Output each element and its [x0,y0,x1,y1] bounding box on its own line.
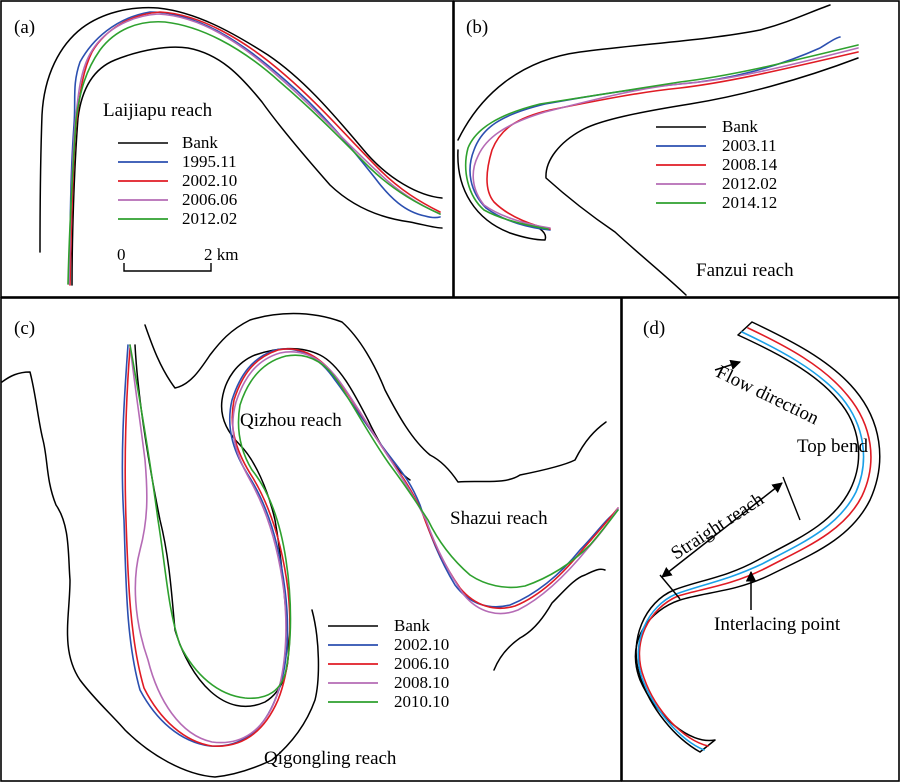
legend-label: 2008.10 [394,673,449,692]
reach-label-shazui: Shazui reach [450,508,548,529]
line-b-2014 [464,44,859,230]
scale-end: 2 km [204,245,238,264]
panel-d-tag: (d) [643,318,665,339]
scale-zero: 0 [117,245,126,264]
bank-c-outer [1,371,320,778]
line-c-2006 [124,347,619,747]
line-a-1995 [69,11,441,281]
legend-label: 2006.10 [394,654,449,673]
legend-label: Bank [394,616,430,635]
legend-label: 2012.02 [722,174,777,193]
panel-b-tag: (b) [466,17,488,38]
panel-a-frame [0,0,454,298]
bank-a-outer [39,6,443,253]
straight-reach-label: Straight reach [667,489,768,565]
legend-b: Bank 2003.11 2008.14 2012.02 2014.12 [656,117,778,212]
bank-c-lower [493,568,606,671]
interlacing-point-label: Interlacing point [714,614,841,635]
panel-c-tag: (c) [14,318,35,339]
legend-label: 2012.02 [182,209,237,228]
bank-b-lower [457,149,547,241]
bank-b-upper [457,4,831,141]
line-c-2010 [129,344,619,699]
line-c-2008 [129,344,619,744]
legend-label: 2014.12 [722,193,777,212]
panel-c: (c) Qizhou reach Shazui reach Qigongling… [1,312,619,778]
panel-a-tag: (a) [14,17,35,38]
panel-a: (a) Laijiapu reach Bank 1995.11 2002.10 … [14,6,443,286]
reach-label-qizhou: Qizhou reach [240,410,342,431]
line-c-2002 [121,344,619,747]
legend-label: 1995.11 [182,152,237,171]
panel-b: (b) Fanzui reach Bank 2003.11 2008.14 20… [457,4,859,296]
reach-label-fanzui: Fanzui reach [696,260,794,281]
flow-arrow [714,359,742,371]
legend-label: 2010.10 [394,692,449,711]
legend-label: 2003.11 [722,136,777,155]
top-bend-label: Top bend [797,436,868,457]
bank-d-left [635,334,860,753]
legend-label: Bank [722,117,758,136]
panel-d-frame [621,297,900,782]
bank-c-upper [144,312,607,483]
legend-label: 2002.10 [182,171,237,190]
reach-label-laijiapu: Laijiapu reach [103,100,213,121]
bank-a-inner [71,46,443,286]
legend-a: Bank 1995.11 2002.10 2006.06 2012.02 [118,133,237,228]
bank-b-inner [545,57,859,296]
line-b-2012 [472,47,859,229]
legend-label: 2002.10 [394,635,449,654]
bank-c-inner [134,344,411,708]
straight-reach-tick-bottom [659,574,681,600]
line-a-2012 [67,20,441,285]
panel-c-frame [0,297,622,782]
bank-d-cap-top [737,321,753,336]
scale-bar: 0 2 km [117,245,238,272]
panel-b-frame [453,0,900,298]
reach-label-qigongling: Qigongling reach [264,748,397,769]
straight-reach-tick-top [782,476,801,521]
straight-reach-arrow [661,482,783,578]
legend-c: Bank 2002.10 2006.10 2008.10 2010.10 [328,616,449,711]
legend-label: Bank [182,133,218,152]
line-a-2002 [69,11,441,286]
panel-d: (d) Flow direction Top bend Straight rea… [634,318,881,753]
legend-label: 2008.14 [722,155,778,174]
legend-label: 2006.06 [182,190,237,209]
